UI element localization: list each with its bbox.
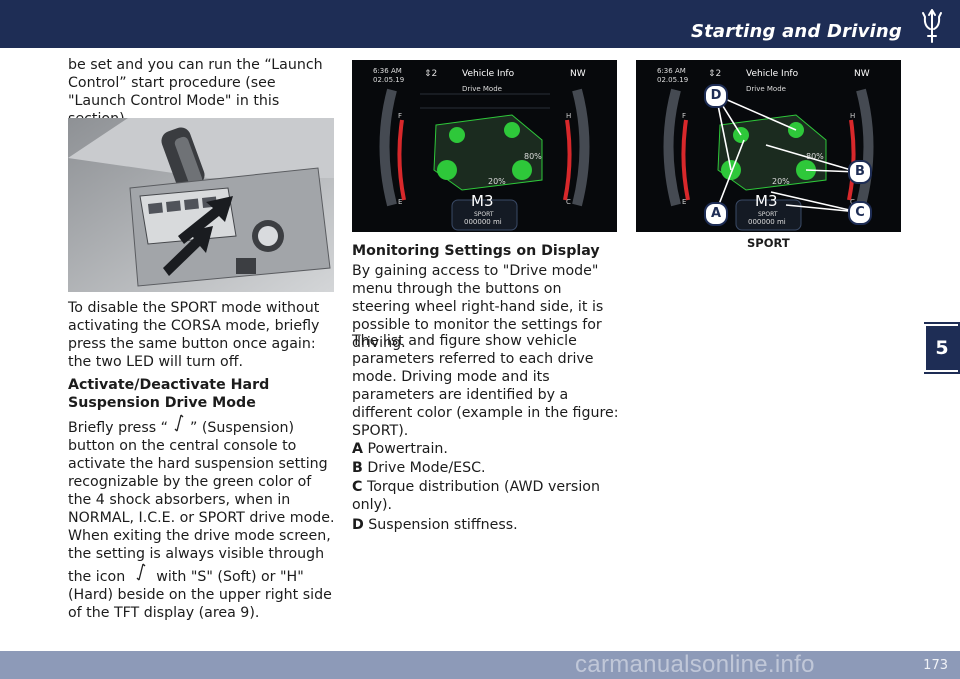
suspension-icon-inline: [130, 563, 152, 586]
display-gauge-c: C: [566, 198, 571, 206]
callout-a: A: [704, 202, 728, 226]
display-gauge-h: H: [566, 112, 572, 120]
tft-display-annotated: [636, 60, 901, 232]
page-footer: carmanualsonline.info 173: [0, 651, 960, 679]
page-header: Starting and Driving: [0, 0, 960, 48]
display2-compass: NW: [854, 69, 870, 79]
display-pct-front: 20%: [488, 177, 506, 186]
tft-display: [352, 60, 617, 232]
display-time: 6:36 AM: [373, 67, 402, 75]
display2-arrows-num: 2: [715, 69, 722, 79]
display-odometer-unit: mi: [492, 218, 502, 226]
callout-c: C: [848, 201, 872, 225]
display2-gauge-e: E: [682, 198, 687, 206]
suspension-icon: [168, 414, 190, 437]
display2-odometer-value: 000000: [748, 218, 775, 226]
body-text-b: ” (Suspension) button on the central con…: [68, 420, 335, 585]
display2-arrows: ⇕2: [708, 69, 722, 79]
display2-pct-front: 20%: [772, 177, 790, 186]
display2-gear: M3: [755, 192, 778, 210]
legend-key-b: B: [352, 460, 363, 476]
display2-gauge-h: H: [850, 112, 856, 120]
display-arrows: ⇕2: [424, 69, 438, 79]
legend-text-a: Powertrain.: [367, 441, 448, 457]
callout-b: B: [848, 160, 872, 184]
display-odometer: 000000 mi: [464, 218, 502, 226]
display2-menu-title: Vehicle Info: [746, 69, 799, 79]
display-submenu: Drive Mode: [462, 85, 502, 93]
hard-suspension-heading: Activate/Deactivate Hard Suspension Driv…: [68, 377, 270, 411]
legend-key-a: A: [352, 441, 363, 457]
display2-gauge-f: F: [682, 112, 687, 120]
hard-suspension-paragraph: Briefly press “” (Suspension) button on …: [68, 414, 336, 622]
display-menu-title: Vehicle Info: [462, 69, 515, 79]
display2-odometer: 000000 mi: [748, 218, 786, 226]
maserati-trident-logo: [922, 9, 942, 43]
figure-caption: SPORT: [747, 236, 790, 250]
body-text-a: Briefly press “: [68, 420, 168, 436]
body-text-c: with "S" (Soft) or "H" (Hard) beside on …: [68, 569, 332, 621]
display-date: 02.05.19: [373, 76, 405, 84]
display-mode: SPORT: [474, 211, 494, 218]
display2-mode: SPORT: [758, 211, 778, 218]
display2-submenu: Drive Mode: [746, 85, 786, 93]
legend-item-d: D Suspension stiffness.: [352, 516, 620, 534]
chapter-number: 5: [924, 324, 958, 372]
legend-key-c: C: [352, 479, 363, 495]
chapter-tab: 5: [924, 322, 960, 374]
display-compass: NW: [570, 69, 586, 79]
console-buttons-photo: [68, 118, 334, 292]
display-gauge-f: F: [398, 112, 403, 120]
watermark: carmanualsonline.info: [575, 651, 815, 678]
page-number: 173: [923, 658, 948, 673]
display-arrows-num: 2: [431, 69, 438, 79]
legend-key-d: D: [352, 517, 364, 533]
section-title: Starting and Driving: [690, 21, 902, 42]
monitoring-heading: Monitoring Settings on Display: [352, 243, 600, 259]
legend-item-c: C Torque distribution (AWD version only)…: [352, 478, 620, 514]
display-odometer-value: 000000: [464, 218, 491, 226]
display-figure-plain: 6:36 AM 02.05.19 ⇕2 Vehicle Info NW Driv…: [352, 60, 617, 232]
display2-odometer-unit: mi: [776, 218, 786, 226]
legend-text-b: Drive Mode/ESC.: [367, 460, 486, 476]
disable-sport-paragraph: To disable the SPORT mode without activa…: [68, 300, 320, 370]
legend-text-d: Suspension stiffness.: [368, 517, 518, 533]
display-gear: M3: [471, 192, 494, 210]
monitoring-paragraph-1: By gaining access to "Drive mode" menu t…: [352, 263, 604, 351]
monitoring-paragraph-2: The list and figure show vehicle paramet…: [352, 333, 619, 439]
display2-pct-rear: 80%: [806, 152, 824, 161]
display-gauge-e: E: [398, 198, 403, 206]
display-pct-rear: 80%: [524, 152, 542, 161]
legend-text-c: Torque distribution (AWD version only).: [352, 479, 600, 513]
legend-item-a: A Powertrain.: [352, 440, 620, 458]
callout-d: D: [704, 84, 728, 108]
display-figure-callouts: 6:36 AM 02.05.19 ⇕2 Vehicle Info NW Driv…: [636, 60, 901, 232]
display2-time: 6:36 AM: [657, 67, 686, 75]
legend-item-b: B Drive Mode/ESC.: [352, 459, 620, 477]
display2-date: 02.05.19: [657, 76, 689, 84]
